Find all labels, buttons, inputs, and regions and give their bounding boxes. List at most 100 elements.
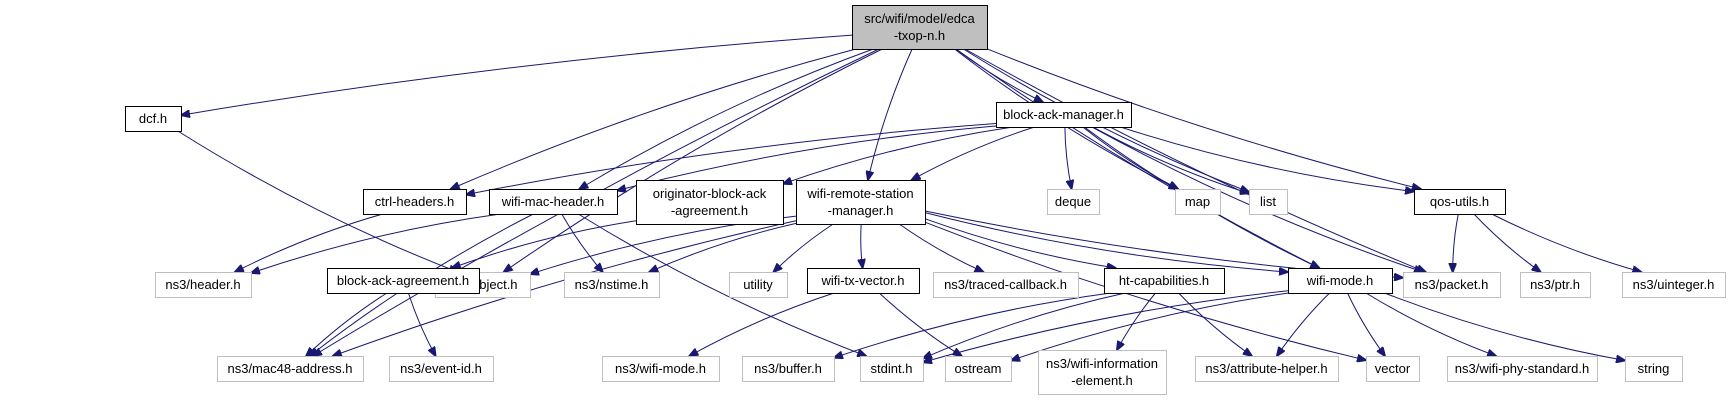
edge-root-to-object xyxy=(504,48,883,272)
edge-qos-to-uinteger xyxy=(1491,213,1642,272)
node-label-wrsm: wifi-remote-station xyxy=(806,186,913,201)
node-box-traced xyxy=(933,272,1079,298)
node-root[interactable]: src/wifi/model/edca-txop-n.h xyxy=(852,5,988,50)
node-phystd: ns3/wifi-phy-standard.h xyxy=(1447,356,1598,382)
node-wtv[interactable]: wifi-tx-vector.h xyxy=(807,268,920,294)
node-wrsm[interactable]: wifi-remote-station-manager.h xyxy=(796,180,926,225)
node-box-list xyxy=(1249,189,1288,215)
node-label-wifimode: wifi-mode.h xyxy=(1306,273,1373,288)
node-label-ptr: ns3/ptr.h xyxy=(1530,277,1580,292)
edge-bam-to-map xyxy=(1082,126,1178,189)
node-label-dcf: dcf.h xyxy=(139,111,167,126)
edge-qos-to-ptr xyxy=(1473,213,1541,272)
node-box-qos xyxy=(1414,189,1506,215)
edge-wrsm-to-wtv xyxy=(861,223,863,268)
node-label-baa: block-ack-agreement.h xyxy=(337,273,469,288)
node-box-uinteger xyxy=(1622,272,1726,298)
node-mac48: ns3/mac48-address.h xyxy=(217,356,364,382)
node-box-eventid xyxy=(389,356,494,382)
node-box-wtv xyxy=(807,268,920,294)
node-box-htcap xyxy=(1104,268,1225,294)
edge-bam-to-ctrl xyxy=(466,123,997,195)
node-label-packet: ns3/packet.h xyxy=(1415,277,1489,292)
edge-wmh-to-nstime xyxy=(561,213,603,272)
node-uinteger: ns3/uinteger.h xyxy=(1622,272,1726,298)
node-header: ns3/header.h xyxy=(155,272,252,298)
node-label-mac48: ns3/mac48-address.h xyxy=(227,361,352,376)
node-bam[interactable]: block-ack-manager.h xyxy=(996,102,1132,128)
node-box-string xyxy=(1625,356,1683,382)
node-ctrl[interactable]: ctrl-headers.h xyxy=(363,189,467,215)
node-wifimode[interactable]: wifi-mode.h xyxy=(1288,268,1393,294)
node-box-baa xyxy=(327,268,480,294)
node-box-wifimode xyxy=(1288,268,1393,294)
edge-wifimode-to-string xyxy=(1384,292,1626,361)
node-label-wie: ns3/wifi-information xyxy=(1046,356,1158,371)
edge-wifimode-to-stdint xyxy=(923,290,1289,363)
node-box-bam xyxy=(996,102,1132,128)
node-label-nstime: ns3/nstime.h xyxy=(575,277,649,292)
node-oba[interactable]: originator-block-ack-agreement.h xyxy=(636,180,784,225)
edge-bam-to-deque xyxy=(1064,126,1072,189)
node-label-wtv: wifi-tx-vector.h xyxy=(820,273,904,288)
edge-wrsm-to-traced xyxy=(898,223,983,272)
edge-htcap-to-buffer xyxy=(834,292,1111,358)
edge-root-to-dcf xyxy=(181,34,853,115)
edge-ctrl-to-header xyxy=(235,213,383,272)
node-label-ostream: ostream xyxy=(955,361,1002,376)
node-label-deque: deque xyxy=(1055,194,1091,209)
node-label-stdint: stdint.h xyxy=(871,361,913,376)
node-wmh[interactable]: wifi-mac-header.h xyxy=(489,189,618,215)
node-nswifimode: ns3/wifi-mode.h xyxy=(602,356,720,382)
node-ostream: ostream xyxy=(945,356,1012,382)
node-box-vector xyxy=(1366,356,1420,382)
edge-root-to-bam xyxy=(955,48,1043,102)
node-packet: ns3/packet.h xyxy=(1403,272,1501,298)
node-box-deque xyxy=(1047,189,1100,215)
node-label-ctrl: ctrl-headers.h xyxy=(375,194,454,209)
node-box-stdint xyxy=(860,356,924,382)
node-list: list xyxy=(1249,189,1288,215)
node-qos[interactable]: qos-utils.h xyxy=(1414,189,1506,215)
edge-htcap-to-stdint xyxy=(923,292,1126,358)
edge-wtv-to-nswifimode xyxy=(689,292,835,356)
edge-bam-to-oba xyxy=(783,126,1013,184)
node-htcap[interactable]: ht-capabilities.h xyxy=(1104,268,1225,294)
node-nstime: ns3/nstime.h xyxy=(564,272,660,298)
edge-bam-to-qos xyxy=(1120,126,1414,192)
node-label-uinteger: ns3/uinteger.h xyxy=(1633,277,1715,292)
edge-bam-to-list xyxy=(1092,126,1249,193)
node-label-nswifimode: ns3/wifi-mode.h xyxy=(615,361,706,376)
edge-bam-to-wrsm xyxy=(912,126,1035,180)
edge-oba-to-baa xyxy=(452,220,637,268)
edge-baa-to-mac48 xyxy=(306,292,388,356)
edge-root-to-packet xyxy=(964,48,1426,272)
edge-wtv-to-ostream xyxy=(878,292,961,356)
node-box-mac48 xyxy=(217,356,364,382)
edge-qos-to-packet xyxy=(1453,213,1459,272)
node-buffer: ns3/buffer.h xyxy=(742,356,835,382)
node-box-buffer xyxy=(742,356,835,382)
node-label-utility: utility xyxy=(743,277,773,292)
edge-wifimode-to-phystd xyxy=(1365,292,1496,356)
edge-wrsm-to-vector xyxy=(924,221,1366,360)
node-label-traced: ns3/traced-callback.h xyxy=(944,277,1067,292)
node-label-header: ns3/header.h xyxy=(165,277,240,292)
node-deque: deque xyxy=(1047,189,1100,215)
node-traced: ns3/traced-callback.h xyxy=(933,272,1079,298)
node-box-phystd xyxy=(1447,356,1598,382)
node-box-root xyxy=(852,5,988,50)
edge-wrsm-to-packet xyxy=(924,210,1403,278)
edge-htcap-to-wie xyxy=(1117,292,1156,350)
node-label-wmh: wifi-mac-header.h xyxy=(501,194,605,209)
node-stdint: stdint.h xyxy=(860,356,924,382)
node-layer: src/wifi/model/edca-txop-n.h dcf.h block-a… xyxy=(125,5,1726,395)
node-box-wie xyxy=(1038,350,1167,395)
node-box-map xyxy=(1175,189,1221,215)
edge-root-to-wmh xyxy=(579,48,874,189)
edge-htcap-to-attr xyxy=(1178,292,1252,356)
node-dcf[interactable]: dcf.h xyxy=(125,106,182,132)
edge-wrsm-to-mac48 xyxy=(333,220,797,356)
node-baa[interactable]: block-ack-agreement.h xyxy=(327,268,480,294)
